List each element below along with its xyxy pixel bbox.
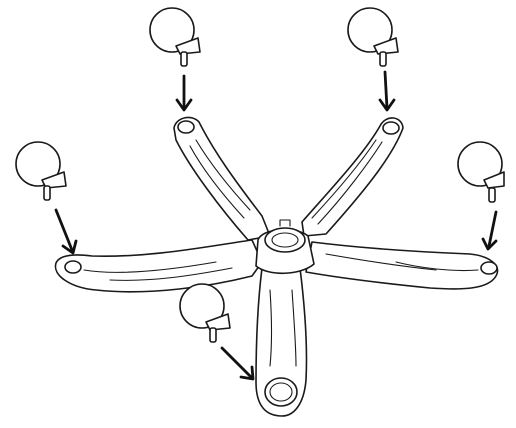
caster-right [458, 142, 504, 202]
base-arm-upper-left [174, 117, 270, 240]
caster-front [180, 284, 230, 342]
down-arrow-icon [483, 212, 496, 249]
base-arm-upper-right [302, 118, 403, 236]
base-arm-front [256, 268, 307, 416]
base-arm-left [55, 240, 262, 292]
down-arrow-icon [56, 210, 76, 253]
base-arm-right [306, 242, 498, 289]
caster-left [16, 142, 66, 200]
caster-socket [481, 262, 497, 274]
caster-socket [178, 121, 194, 133]
down-arrow-icon [177, 76, 191, 110]
caster-top-left [150, 8, 200, 66]
caster-socket [383, 122, 399, 134]
chair-base [55, 117, 497, 416]
down-arrow-icon [222, 348, 253, 379]
caster-socket [65, 261, 81, 273]
down-arrow-icon [380, 72, 394, 110]
caster-top-right [348, 8, 398, 66]
